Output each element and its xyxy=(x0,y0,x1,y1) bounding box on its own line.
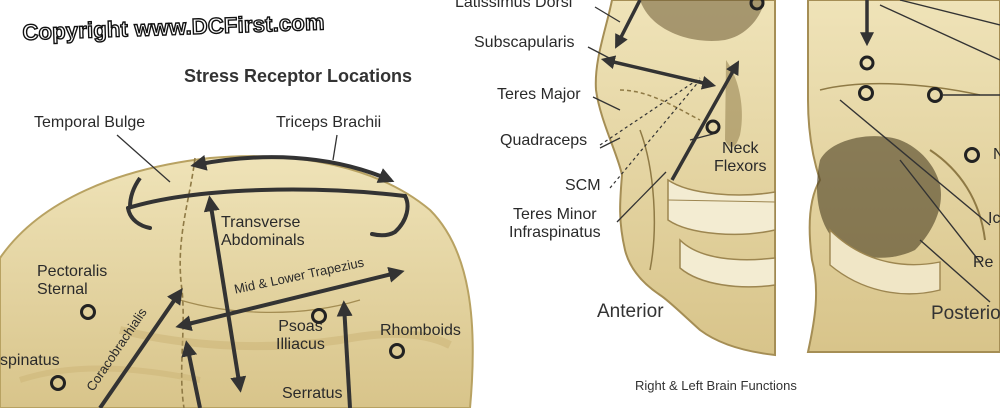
label-teres-major: Teres Major xyxy=(497,86,581,104)
label-psoas-illiacus: Psoas Illiacus xyxy=(276,318,325,355)
label-posterior-partial-re: Re xyxy=(973,254,993,272)
label-scm: SCM xyxy=(565,177,601,195)
posterior-skull-illustration xyxy=(808,0,1000,352)
label-neck-flexors: Neck Flexors xyxy=(714,140,766,177)
label-anterior-view: Anterior xyxy=(597,301,664,323)
footer-caption: Right & Left Brain Functions xyxy=(635,378,797,393)
label-latissimus-dorsi: Latissimus Dorsi xyxy=(455,0,572,12)
label-posterior-partial-n: N xyxy=(993,146,1000,164)
label-posterior-view: Posterio xyxy=(931,303,1000,325)
label-rhomboids: Rhomboids xyxy=(380,322,461,340)
label-supraspinatus: spinatus xyxy=(0,352,60,370)
label-quadraceps: Quadraceps xyxy=(500,132,587,150)
label-teres-minor-infraspinatus: Teres Minor Infraspinatus xyxy=(509,206,601,243)
chart-title: Stress Receptor Locations xyxy=(184,66,412,87)
label-transverse-abdominals: Transverse Abdominals xyxy=(221,214,305,251)
label-temporal-bulge: Temporal Bulge xyxy=(34,114,145,132)
label-subscapularis: Subscapularis xyxy=(474,34,575,52)
label-pectoralis-sternal: Pectoralis Sternal xyxy=(37,263,107,300)
label-posterior-partial-ic: Ic xyxy=(988,210,1000,228)
label-serratus: Serratus xyxy=(282,385,342,403)
label-triceps-brachii: Triceps Brachii xyxy=(276,114,381,132)
